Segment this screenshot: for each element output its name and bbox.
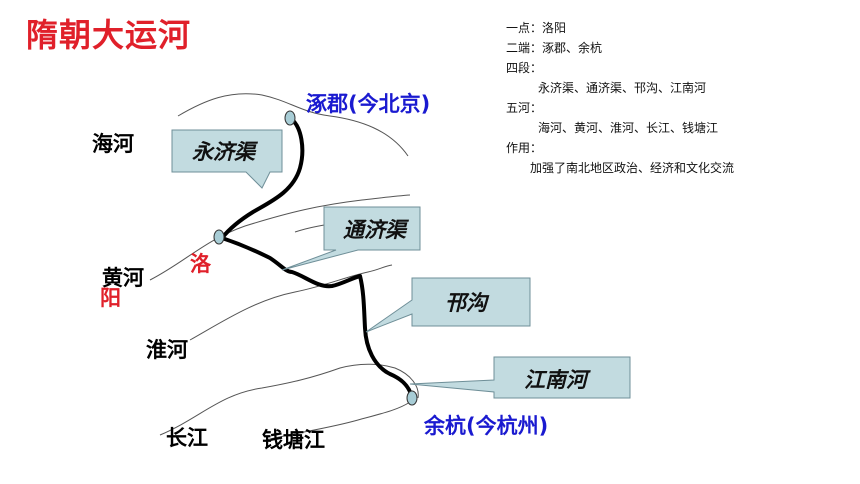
river-label-qiantangjiang: 钱塘江 xyxy=(262,428,325,452)
info-two-ends: 二端：涿郡、余杭 xyxy=(506,41,603,55)
info-effect-label: 作用： xyxy=(506,141,543,155)
grand-canal-line xyxy=(220,116,414,400)
info-four-sections: 永济渠、通济渠、邗沟、江南河 xyxy=(538,81,707,95)
info-five-rivers: 海河、黄河、淮河、长江、钱塘江 xyxy=(538,121,719,135)
hangou-callout xyxy=(365,277,531,333)
zhuojun-marker xyxy=(284,110,296,126)
qiantangjiang-river xyxy=(265,401,411,441)
river-label-huanghe: 黄河 xyxy=(102,266,144,290)
jiangnanhe-callout xyxy=(409,356,631,399)
info-panel: 一点：洛阳 二端：涿郡、余杭 四段： 永济渠、通济渠、邗沟、江南河 五河： 海河… xyxy=(506,18,846,178)
river-label-huaihe: 淮河 xyxy=(146,338,188,362)
city-luoyang-yang: 阳 xyxy=(100,286,121,310)
river-label-changjiang: 长江 xyxy=(166,426,208,450)
huanghe-river xyxy=(149,194,411,281)
city-yuhang: 余杭(今杭州) xyxy=(424,414,549,438)
tongjiqu-callout xyxy=(281,206,421,271)
river-label-haihe: 海河 xyxy=(92,132,134,156)
info-five-rivers-label: 五河： xyxy=(506,101,543,115)
haihe-river xyxy=(177,93,409,157)
yuhang-marker xyxy=(406,390,418,406)
canal-label-yongjiqu: 永济渠 xyxy=(192,140,255,164)
city-luoyang-luo: 洛 xyxy=(190,252,211,276)
info-effect: 加强了南北地区政治、经济和文化交流 xyxy=(530,161,735,175)
info-one-point: 一点：洛阳 xyxy=(506,21,567,35)
canal-label-hangou: 邗沟 xyxy=(445,291,487,315)
page-title: 隋朝大运河 xyxy=(26,16,192,54)
changjiang-river xyxy=(159,363,419,436)
luoyang-marker xyxy=(213,229,225,245)
yongjiqu-callout xyxy=(171,129,283,189)
canal-label-jiangnanhe: 江南河 xyxy=(524,368,587,392)
canal-label-tongjiqu: 通济渠 xyxy=(343,218,406,242)
city-zhuojun: 涿郡(今北京) xyxy=(306,92,431,116)
info-four-sections-label: 四段： xyxy=(506,61,543,75)
